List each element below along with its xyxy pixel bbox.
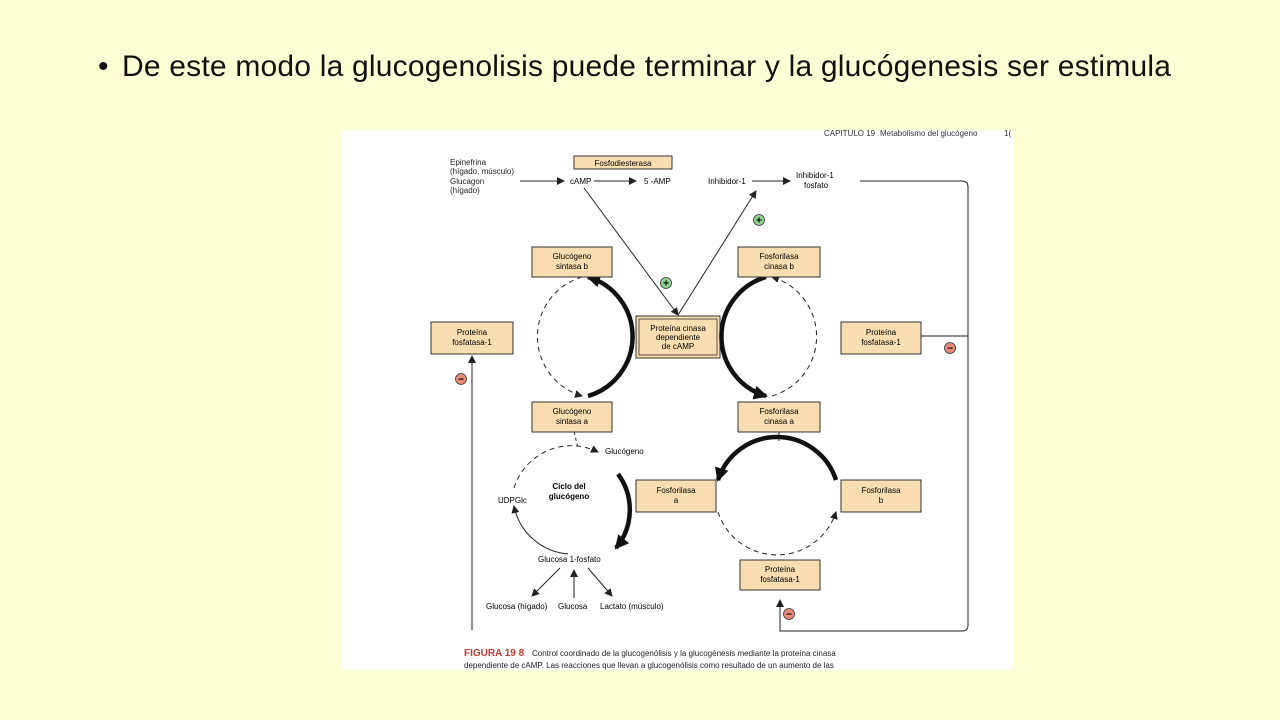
pk-phosphorylation-arrow — [719, 274, 768, 400]
glucose-1-phosphate-label: Glucosa 1-fosfato — [538, 555, 601, 564]
plus-sign-2: + — [753, 214, 765, 227]
protein-phosphatase-left-label-2: fosfatasa-1 — [452, 338, 492, 347]
protein-phosphatase-bottom-label-2: fosfatasa-1 — [760, 575, 800, 584]
phosphorylase-kinase-a-label-1: Fosforilasa — [759, 407, 799, 416]
pk-dephosphorylation-arrow — [771, 275, 817, 397]
phosphorylase-a-box — [635, 479, 717, 513]
pka-label-1: Proteína cinasa — [650, 324, 706, 333]
pka-box-inner — [638, 318, 718, 356]
g1p-to-glucose-liver-arrow — [531, 567, 561, 597]
chapter-label: CAPITULO 19 — [824, 130, 876, 138]
glycogen-synthase-a-box — [531, 401, 613, 433]
phosphorylase-b-label-2: b — [879, 496, 884, 505]
udpglc-label: UDPGlc — [498, 496, 527, 505]
minus-sign-left: − — [455, 373, 467, 386]
protein-phosphatase-bottom-label-1: Proteína — [765, 565, 796, 574]
input-line-1: Epinefrina — [450, 158, 487, 167]
phosphorylase-kinase-a-label-2: cinasa a — [764, 417, 794, 426]
phosphorylase-activation-arrow — [715, 434, 839, 482]
phosphodiesterase-label: Fosfodiesterasa — [595, 159, 652, 168]
plus-sign-1: + — [660, 277, 672, 290]
svg-text:−: − — [947, 344, 953, 355]
camp-label: cAMP — [570, 177, 591, 186]
phosphorylase-kinase-b-box — [737, 246, 821, 278]
g1p-to-udpglc-arrow — [511, 505, 569, 555]
inhibitor-phosphate-label-2: fosfato — [804, 181, 829, 190]
camp-to-pka-arrow — [583, 187, 679, 316]
pka-label-2: dependiente — [656, 333, 701, 342]
glycogen-synthase-b-label-1: Glucógeno — [553, 252, 592, 261]
phosphorylase-b-box — [840, 479, 922, 513]
protein-phosphatase-right-label-1: Proteína — [866, 328, 897, 337]
phosphorylase-inactivation-arrow — [717, 511, 838, 556]
caption-line-2: dependiente de cAMP. Las reacciones que … — [464, 661, 834, 670]
gs-phosphorylation-arrow — [586, 273, 635, 399]
pka-label-3: de cAMP — [662, 342, 694, 351]
glycogen-label: Glucógeno — [605, 447, 644, 456]
protein-phosphatase-left-label-1: Proteína — [457, 328, 488, 337]
phosphodiesterase-box — [573, 155, 673, 170]
glucose-liver-label: Glucosa (hígado) — [486, 602, 548, 611]
inhibitor-label: Inhibidor-1 — [708, 177, 746, 186]
page-number: 1( — [1004, 130, 1011, 138]
glycogen-control-diagram: CAPITULO 19 Metabolismo del glucógeno 1(… — [430, 130, 1011, 670]
glycogen-synthase-a-label-2: sintasa a — [556, 417, 589, 426]
inhibitor-to-pp1-bottom-arrow — [776, 336, 969, 632]
glucose-label: Glucosa — [558, 602, 588, 611]
synthase-a-link — [573, 431, 579, 449]
svg-text:+: + — [756, 216, 762, 227]
glycogen-synthase-a-label-1: Glucógeno — [553, 407, 592, 416]
hormone-inputs: Epinefrina (hígado, músculo) Glucagon (h… — [450, 158, 514, 195]
inhibitor-feedback-line-top — [860, 180, 969, 336]
figure-19-8: CAPITULO 19 Metabolismo del glucógeno 1(… — [342, 130, 1014, 670]
phosphorylase-kinase-b-label-2: cinasa b — [764, 262, 794, 271]
protein-phosphatase-left-box — [430, 321, 514, 355]
inhibitor-phosphate-label-1: Inhibidor-1 — [796, 171, 834, 180]
glycogen-synthase-b-box — [531, 246, 613, 278]
g1p-to-lactate-arrow — [587, 567, 613, 597]
glycogen-synthase-b-label-2: sintasa b — [556, 262, 589, 271]
svg-text:−: − — [458, 375, 464, 386]
spacer — [472, 354, 478, 637]
minus-sign-bottom: − — [783, 608, 795, 621]
protein-phosphatase-right-box — [840, 321, 922, 355]
chapter-title: Metabolismo del glucógeno — [880, 130, 978, 138]
input-line-3: Glucagon — [450, 177, 484, 186]
protein-phosphatase-bottom-box — [739, 559, 821, 591]
svg-text:−: − — [786, 610, 792, 621]
input-line-4: (hígado) — [450, 186, 480, 195]
udpglc-to-glycogen-arrow — [513, 445, 599, 489]
bullet-text: De este modo la glucogenolisis puede ter… — [122, 50, 1172, 83]
bullet-point: • De este modo la glucogenolisis puede te… — [98, 50, 1171, 84]
lactate-label: Lactato (músculo) — [600, 602, 664, 611]
input-line-2: (hígado, músculo) — [450, 167, 514, 176]
phosphorylase-kinase-b-label-1: Fosforilasa — [759, 252, 799, 261]
pka-to-inhibitor-arrow — [677, 190, 757, 316]
glycogen-cycle-label-1: Ciclo del — [552, 482, 585, 491]
amp-label: 5 -AMP — [644, 177, 671, 186]
glycogenolysis-arrow — [614, 472, 633, 550]
phosphorylase-b-label-1: Fosforilasa — [861, 486, 901, 495]
caption-line-1: Control coordinado de la glucogenólisis … — [532, 649, 836, 658]
bullet-symbol: • — [98, 50, 109, 83]
gs-dephosphorylation-arrow — [537, 276, 583, 398]
phosphorylase-a-label-1: Fosforilasa — [656, 486, 696, 495]
glycogen-cycle-label-2: glucógeno — [549, 492, 590, 501]
svg-text:+: + — [663, 279, 669, 290]
caption-label: FIGURA 19 8 — [464, 648, 525, 659]
phosphorylase-kinase-a-box — [737, 401, 821, 433]
phosphorylase-a-label-2: a — [674, 496, 679, 505]
protein-phosphatase-right-label-2: fosfatasa-1 — [861, 338, 901, 347]
minus-sign-right: − — [944, 342, 956, 355]
